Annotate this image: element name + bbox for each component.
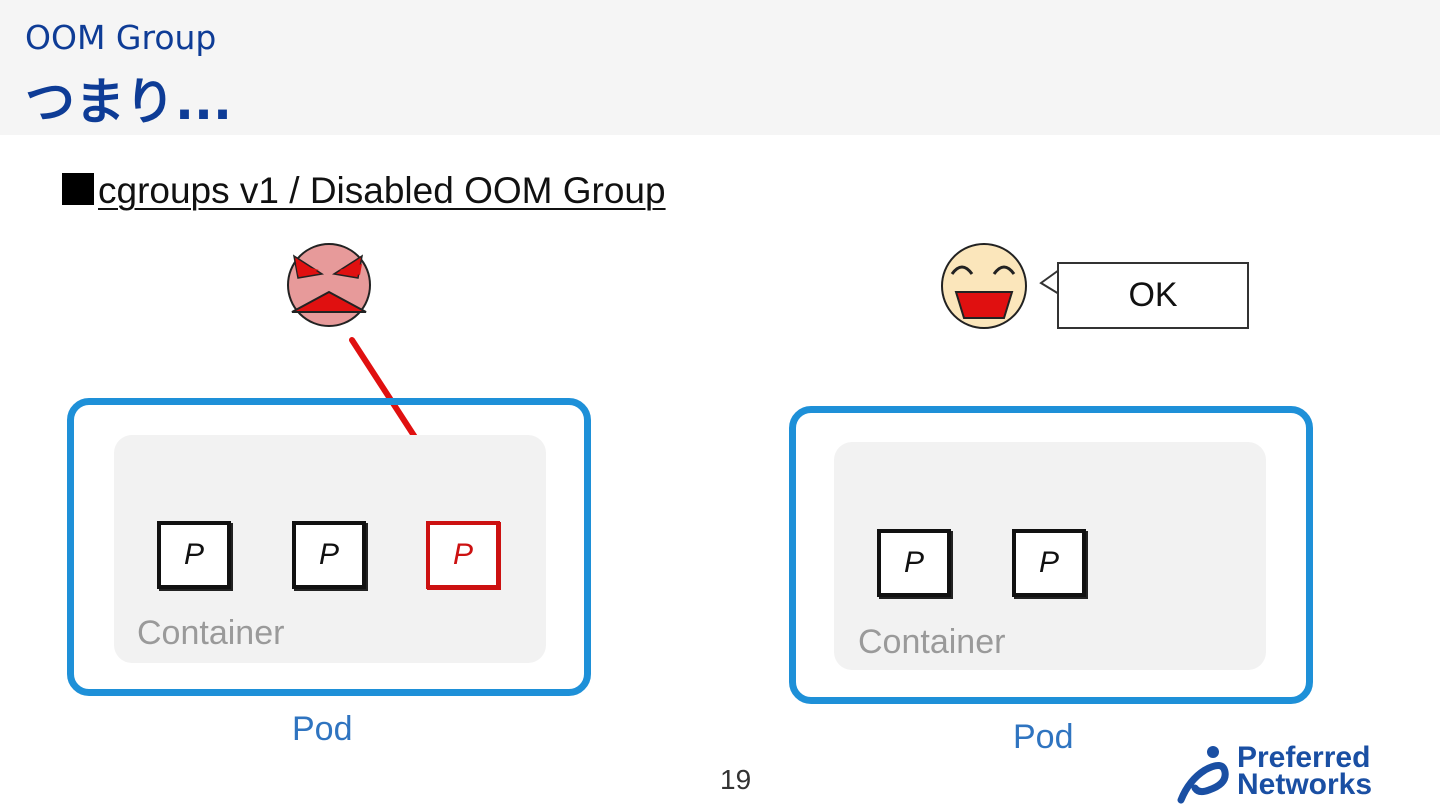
preferred-networks-logo: Preferred Networks	[1175, 741, 1425, 804]
logo-line1: Preferred	[1237, 741, 1371, 774]
container-label: Container	[858, 623, 1006, 661]
speech-bubble: OK	[1057, 262, 1249, 329]
process-box: P	[877, 529, 951, 597]
container-label: Container	[137, 614, 285, 652]
pfn-mark-icon	[1177, 746, 1229, 804]
slide-header: OOM Group つまり...	[0, 0, 1440, 135]
page-number: 19	[720, 764, 752, 795]
section-label: OOM Group	[25, 18, 217, 57]
pod-right	[789, 406, 1313, 704]
angry-face-icon	[287, 243, 371, 327]
killed-process-box: P	[426, 521, 500, 589]
pod-left	[67, 398, 591, 696]
process-box: P	[1012, 529, 1086, 597]
happy-face-icon	[941, 243, 1027, 329]
process-box: P	[157, 521, 231, 589]
logo-line2: Networks	[1237, 768, 1373, 801]
square-bullet-icon	[62, 173, 94, 205]
process-box: P	[292, 521, 366, 589]
pod-label: Pod	[1013, 718, 1074, 756]
bullet-text: cgroups v1 / Disabled OOM Group	[98, 170, 666, 211]
pod-label: Pod	[292, 710, 353, 748]
slide-title: つまり...	[25, 73, 232, 131]
bullet-heading: cgroups v1 / Disabled OOM Group	[62, 170, 666, 212]
